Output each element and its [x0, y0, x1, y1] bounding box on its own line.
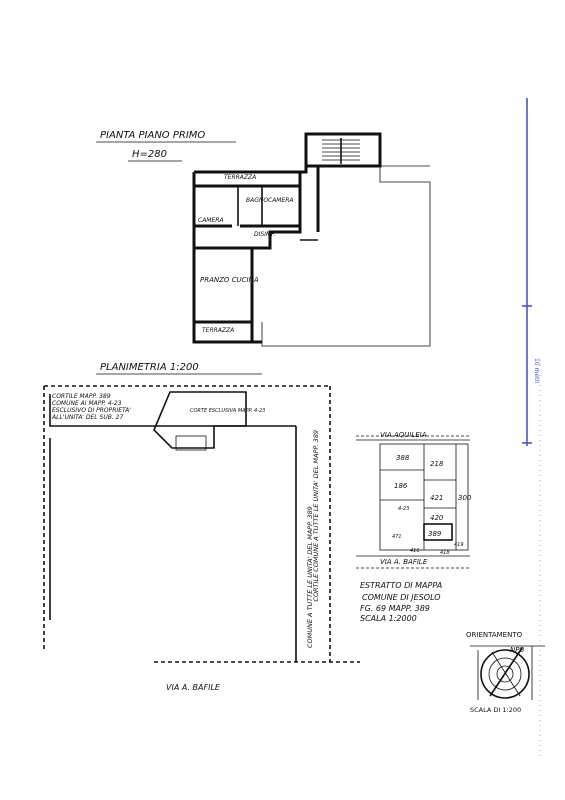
- parcel-416: 416: [410, 548, 420, 554]
- note-line-4: ALL'UNITA' DEL SUB. 27: [51, 414, 123, 421]
- stair-block: [304, 132, 382, 168]
- cad-parcel-highlight: [423, 523, 453, 541]
- room-living: PRANZO CUCINA: [200, 276, 259, 284]
- parcel-421: 421: [430, 494, 443, 502]
- street-label: VIA A. BAFILE: [166, 683, 221, 692]
- side-note-bottom: COMUNE A TUTTE LE UNITA' DEL MAPP. 389: [306, 506, 314, 648]
- parcel-388: 388: [396, 454, 410, 462]
- cad-street-bottom: VIA A. BAFILE: [380, 558, 428, 566]
- cad-caption-4: SCALA 1:2000: [360, 614, 417, 623]
- cadastral-extract: VIA AQUILEIA 388 218 186 421 300 420 389…: [356, 431, 472, 623]
- height-note: H=280: [132, 149, 167, 160]
- building-footprint: [153, 391, 247, 449]
- room-terrace-top: TERRAZZA: [224, 174, 256, 181]
- scale-label: SCALA DI 1:200: [470, 706, 521, 714]
- note-line-3: ESCLUSIVO DI PROPRIETA': [52, 407, 131, 414]
- parcel-471: 471: [392, 534, 402, 540]
- orientation-label: ORIENTAMENTO: [466, 631, 523, 639]
- wall-top: [194, 134, 308, 174]
- site-plan-title: PLANIMETRIA 1:200: [100, 362, 199, 373]
- room-bedroom-left: CAMERA: [198, 217, 224, 224]
- cad-caption-1: ESTRATTO DI MAPPA: [360, 581, 442, 590]
- parcel-418: 418: [440, 550, 450, 556]
- side-note: CORTILE COMUNE A TUTTE LE UNITA' DEL MAP…: [312, 430, 320, 602]
- scale-bar-label: 10 metri: [533, 358, 540, 384]
- parcel-218: 218: [430, 460, 444, 468]
- cad-street-top: VIA AQUILEIA: [380, 431, 427, 439]
- stair-outline: [175, 435, 207, 451]
- parcel-389: 389: [428, 530, 442, 538]
- cad-caption-3: FG. 69 MAPP. 389: [360, 604, 430, 613]
- orientation-block: ORIENTAMENTO NPB SCALA DI 1:200: [466, 631, 545, 714]
- compass-icon: NPB: [470, 645, 545, 700]
- parcel-420: 420: [430, 514, 444, 522]
- inner-note: CORTE ESCLUSIVA MAPP. 4-23: [190, 408, 265, 414]
- parcel-4-23: 4-23: [398, 506, 409, 512]
- room-bedroom-right: CAMERA: [268, 197, 294, 204]
- room-bath: BAGNO: [246, 197, 268, 204]
- parcel-186: 186: [394, 482, 408, 490]
- note-line-1: CORTILE MAPP. 389: [52, 393, 111, 400]
- footprint-inner: [180, 398, 232, 420]
- floor-plan: PIANTA PIANO PRIMO H=280: [96, 130, 431, 347]
- floor-plan-title: PIANTA PIANO PRIMO: [100, 130, 205, 141]
- courtyard-outline: [261, 166, 431, 347]
- wall-left: [192, 172, 262, 344]
- stair-treads: [322, 138, 360, 164]
- note-line-2: COMUNE AI MAPP. 4-23: [52, 400, 122, 407]
- site-plan: PLANIMETRIA 1:200 CORTILE MAPP. 389 COMU…: [43, 362, 360, 692]
- cad-caption-2: COMUNE DI JESOLO: [362, 593, 441, 602]
- parcel-419: 419: [454, 542, 464, 548]
- scale-bar: 10 metri: [522, 98, 540, 446]
- room-hall: DISIMP.: [254, 231, 276, 238]
- wall-inner: [250, 172, 302, 342]
- parcel-300: 300: [458, 494, 472, 502]
- svg-text:NPB: NPB: [510, 646, 524, 654]
- room-terrace-bottom: TERRAZZA: [202, 327, 234, 334]
